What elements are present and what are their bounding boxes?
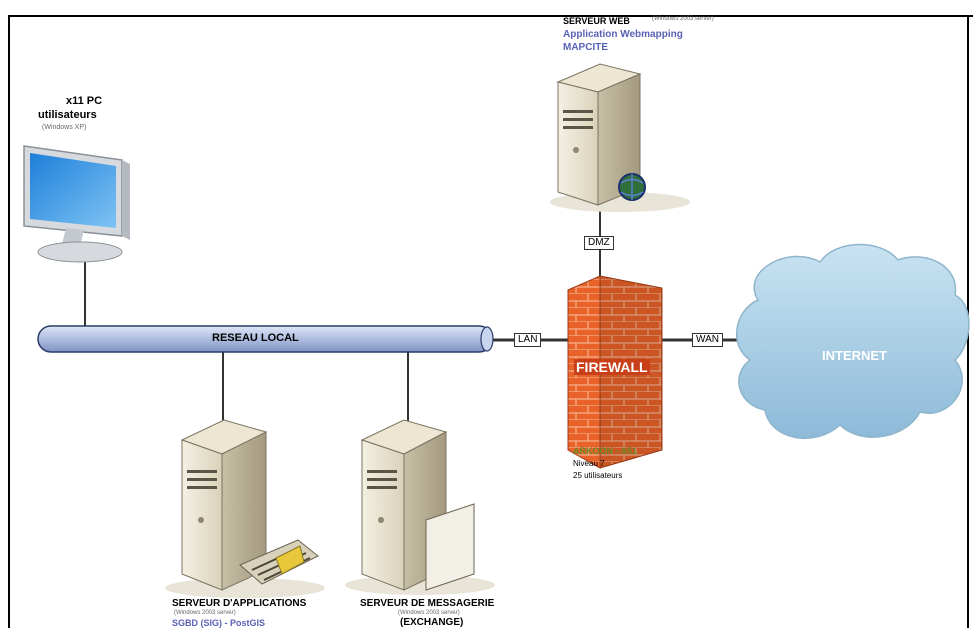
wan-tag: WAN [692,333,723,347]
web-server-title: SERVEUR WEB [563,16,630,26]
internet-cloud-icon [735,243,970,439]
app-server-icon [165,419,325,598]
pc-monitor-icon [23,145,130,263]
app-server-os: (Windows 2003 server) [174,610,236,616]
firewall-model: ARKOON - A51 [573,446,638,456]
firewall-label: FIREWALL [574,359,650,375]
app-server-db: SGBD (SIG) - PostGIS [172,618,266,628]
lan-bus [37,325,494,353]
web-server-icon [550,63,690,212]
lan-tag: LAN [514,333,542,347]
internet-label: INTERNET [822,348,887,363]
mail-server-os: (Windows 2003 server) [398,610,460,616]
envelope-icon [425,503,475,591]
dmz-tag: DMZ [584,236,614,250]
web-server-os: (Windows 2003 server) [652,16,714,22]
globe-icon [618,173,646,201]
mail-server-title: SERVEUR DE MESSAGERIE [360,598,495,609]
lan-bus-label: RESEAU LOCAL [212,332,299,344]
pc-count-label: x11 PC [66,95,103,107]
firewall-level: Niveau 7 [573,459,605,468]
mail-server-icon [345,419,495,595]
pc-os-label: (Windows XP) [42,124,87,131]
pc-role-label: utilisateurs [38,109,97,121]
database-tool-icon [239,539,319,585]
app-server-title: SERVEUR D'APPLICATIONS [172,598,307,609]
web-server-app-name: MAPCITE [563,42,608,53]
mail-server-service: (EXCHANGE) [400,617,464,628]
web-server-app: Application Webmapping [563,29,683,40]
firewall-users: 25 utilisateurs [573,471,623,480]
